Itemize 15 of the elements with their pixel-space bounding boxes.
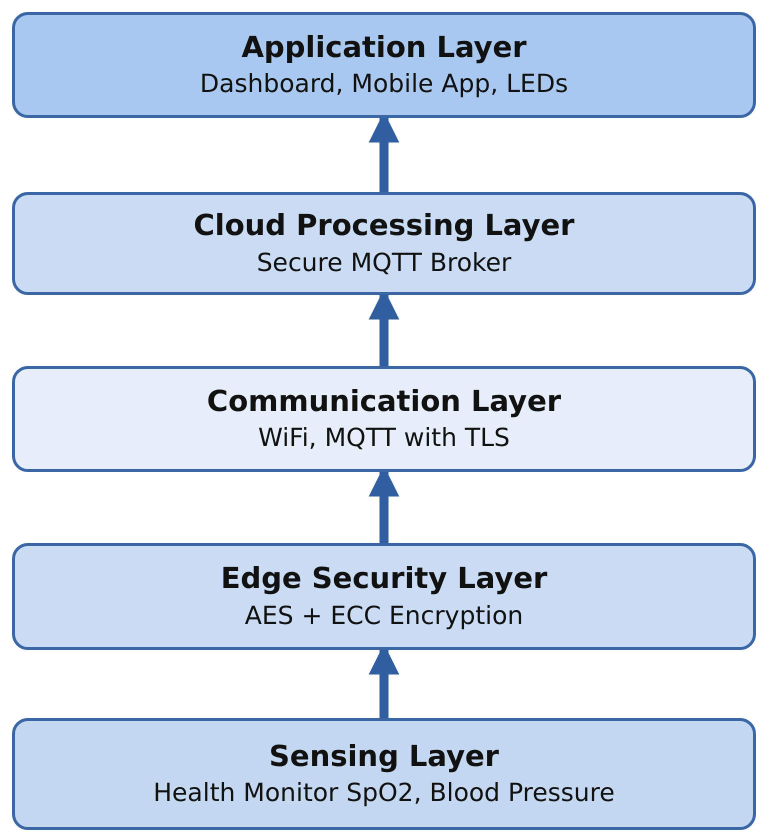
layer-title: Cloud Processing Layer	[194, 209, 574, 243]
layer-description: Secure MQTT Broker	[256, 248, 512, 278]
layer-description: Dashboard, Mobile App, LEDs	[200, 70, 568, 100]
layer-box	[12, 366, 756, 472]
layer-description: WiFi, MQTT with TLS	[258, 424, 510, 454]
layer-description: AES + ECC Encryption	[244, 602, 524, 631]
layer-title: Edge Security Layer	[220, 562, 548, 596]
layer-box	[12, 192, 756, 295]
layer-title: Sensing Layer	[269, 740, 499, 774]
layer-box	[12, 12, 756, 118]
layer-box	[12, 543, 756, 650]
layer-box	[12, 718, 756, 830]
layer-description: Health Monitor SpO2, Blood Pressure	[153, 779, 615, 808]
layer-title: Communication Layer	[206, 384, 562, 418]
layer-title: Application Layer	[241, 30, 527, 64]
